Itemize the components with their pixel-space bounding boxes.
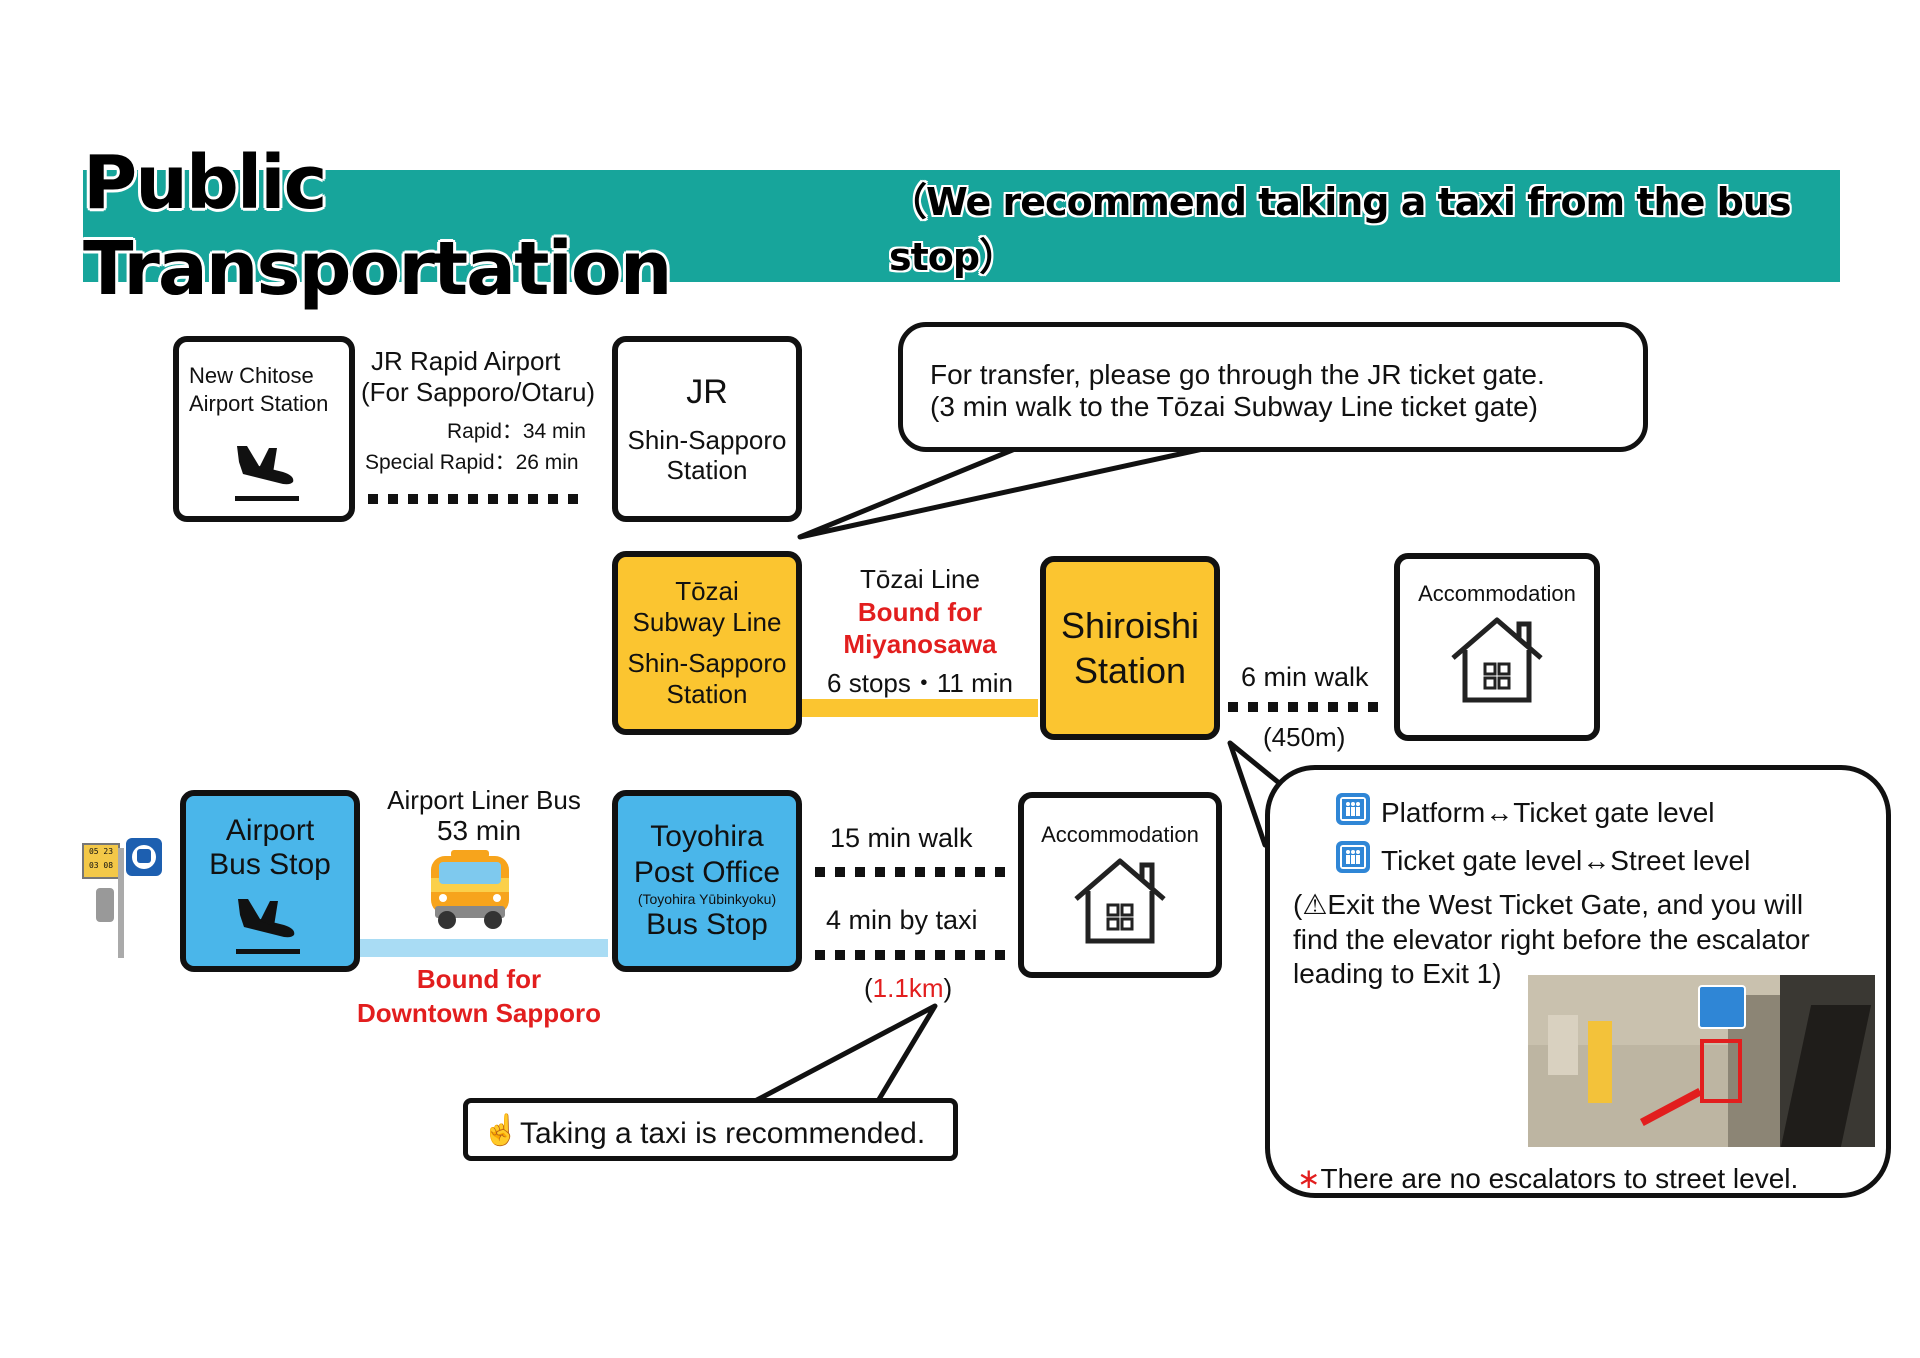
house-icon — [1451, 617, 1543, 703]
house-icon — [1074, 858, 1166, 944]
shiroishi-station-box: Shiroishi Station — [1040, 556, 1220, 740]
toyohira-stop-line3: Bus Stop — [646, 908, 768, 942]
tozai-line-label-1: Tōzai — [675, 575, 739, 606]
jr-rapid-time: Rapid：34 min — [447, 420, 586, 443]
tozai-bound-destination: Miyanosawa — [843, 629, 997, 659]
bus-bound-for: Bound for — [416, 964, 542, 994]
shiroishi-walk-distance: (450m) — [1263, 722, 1346, 752]
transfer-note-line2: (3 min walk to the Tōzai Subway Line tic… — [930, 391, 1539, 422]
pointing-hand-icon: ☝ — [482, 1114, 520, 1147]
jr-rail-dotted-line — [368, 494, 580, 504]
jr-line-name: JR Rapid Airport — [371, 346, 561, 376]
subway-line-bar — [800, 699, 1038, 717]
bus-line-bar — [360, 939, 608, 957]
airport-bus-stop-line2: Bus Stop — [209, 847, 331, 881]
elevator-row2: Ticket gate level↔Street level — [1381, 845, 1751, 876]
bus-taxi-time: 4 min by taxi — [826, 905, 978, 935]
bus-taxi-dotted-line — [815, 950, 1015, 960]
title-banner: Public Transportation （We recommend taki… — [83, 140, 1840, 312]
tozai-line-name: Tōzai Line — [860, 564, 980, 594]
tozai-bound-for: Bound for — [857, 597, 983, 627]
toyohira-stop-line1: Toyohira — [650, 819, 764, 853]
airport-bus-stop-box: Airport Bus Stop — [180, 790, 360, 972]
bus-stop-sign-icon: 05 23 03 08 — [82, 838, 172, 958]
bus-accommodation-label: Accommodation — [1041, 822, 1199, 847]
bus-sign-time-1: 05 23 — [88, 847, 114, 856]
jr-label: JR — [686, 372, 728, 411]
tozai-shin-sapporo-station-box: Tōzai Subway Line Shin-Sapporo Station — [612, 551, 802, 735]
jr-shin-sapporo-station-box: JR Shin-Sapporo Station — [612, 336, 802, 522]
tozai-stops-time: 6 stops・11 min — [827, 668, 1013, 698]
taxi-recommend-text: Taking a taxi is recommended. — [520, 1117, 926, 1150]
jr-station-name: Shin-Sapporo — [627, 424, 787, 455]
airport-station-line1: New Chitose — [189, 363, 314, 388]
elevator-detail-line3: leading to Exit 1) — [1293, 958, 1502, 989]
plane-arrival-icon — [236, 899, 300, 955]
shiroishi-station-name: Shiroishi — [1060, 605, 1200, 646]
rail-accommodation-label: Accommodation — [1418, 581, 1576, 606]
elevator-detail-line1: (⚠Exit the West Ticket Gate, and you wil… — [1293, 889, 1804, 920]
transfer-callout: For transfer, please go through the JR t… — [898, 322, 1648, 452]
plane-arrival-icon — [235, 446, 299, 502]
elevator-info-callout: Platform↔Ticket gate level Ticket gate l… — [1265, 765, 1891, 1198]
bus-bound-destination: Downtown Sapporo — [356, 998, 602, 1028]
jr-line-direction: (For Sapporo/Otaru) — [361, 377, 596, 407]
transfer-callout-tail — [797, 444, 1215, 540]
bus-taxi-distance-value: 1.1km — [872, 973, 944, 1003]
elevator-icon — [1336, 841, 1370, 873]
elevator-footnote-text: There are no escalators to street level. — [1320, 1163, 1799, 1194]
toyohira-stop-japanese: (Toyohira Yūbinkyoku) — [637, 890, 777, 907]
toyohira-post-office-bus-stop-box: Toyohira Post Office (Toyohira Yūbinkyok… — [612, 790, 802, 972]
shiroishi-walk-time: 6 min walk — [1241, 662, 1369, 692]
elevator-footnote: ∗There are no escalators to street level… — [1297, 1163, 1799, 1194]
transfer-note-line1: For transfer, please go through the JR t… — [930, 359, 1545, 390]
elevator-detail-line2: find the elevator right before the escal… — [1293, 924, 1810, 955]
bus-taxi-distance: (1.1km) — [864, 973, 953, 1003]
page-title: Public Transportation — [83, 140, 672, 312]
shiroishi-walk-dotted-line — [1228, 702, 1386, 712]
bus-icon — [431, 850, 509, 929]
taxi-callout: ☝ Taking a taxi is recommended. — [463, 1098, 958, 1161]
airport-bus-stop-line1: Airport — [225, 814, 315, 847]
station-elevator-photo — [1528, 975, 1875, 1147]
bus-line-name: Airport Liner Bus — [387, 785, 581, 815]
tozai-station-suffix: Station — [666, 679, 748, 710]
shiroishi-station-suffix: Station — [1073, 650, 1187, 691]
taxi-callout-tail — [752, 1003, 938, 1104]
new-chitose-airport-station-box: New Chitose Airport Station — [173, 336, 355, 522]
toyohira-stop-line2: Post Office — [633, 855, 781, 889]
airport-station-line2: Airport Station — [189, 391, 329, 417]
bus-line-duration: 53 min — [436, 815, 522, 846]
jr-station-suffix: Station — [666, 454, 748, 485]
bus-accommodation-box: Accommodation — [1018, 792, 1222, 978]
jr-special-rapid-time: Special Rapid：26 min — [365, 451, 579, 474]
bus-sign-time-2: 03 08 — [88, 861, 114, 870]
bus-walk-time: 15 min walk — [830, 823, 973, 853]
tozai-station-name: Shin-Sapporo — [627, 648, 787, 678]
tozai-line-label-2: Subway Line — [632, 606, 782, 637]
bus-walk-dotted-line — [815, 867, 1015, 877]
elevator-row1: Platform↔Ticket gate level — [1381, 797, 1715, 828]
page-subtitle: （We recommend taking a taxi from the bus… — [888, 180, 1791, 279]
rail-accommodation-box: Accommodation — [1394, 553, 1600, 741]
elevator-icon — [1336, 793, 1370, 825]
